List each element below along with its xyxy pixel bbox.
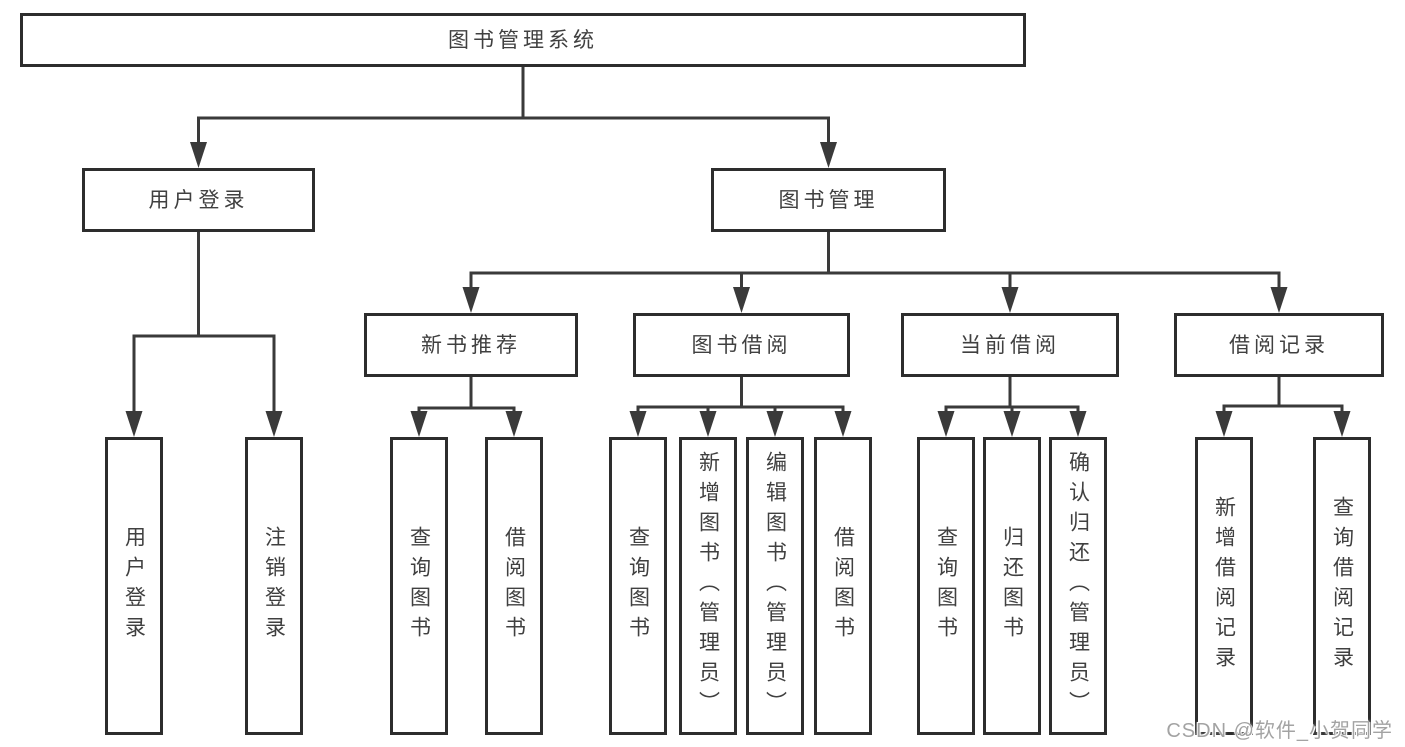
node-cb-query-books: 查询图书 xyxy=(917,437,975,735)
node-cb-confirm-return: 确认归还（管理员） xyxy=(1049,437,1107,735)
arrowhead-icon xyxy=(125,411,143,437)
watermark: CSDN @软件_小贺同学 xyxy=(1166,720,1393,742)
arrowhead-icon xyxy=(834,411,852,437)
arrowhead-icon xyxy=(505,411,523,437)
arrowhead-icon xyxy=(733,287,750,313)
arrowhead-icon xyxy=(1069,411,1087,437)
node-logout: 注销登录 xyxy=(245,437,303,735)
arrowhead-icon xyxy=(1003,411,1021,437)
node-bb-edit-books: 编辑图书（管理员） xyxy=(746,437,804,735)
arrowhead-icon xyxy=(1333,411,1351,437)
node-user-login: 用户登录 xyxy=(82,168,315,232)
node-bb-borrow-books: 借阅图书 xyxy=(814,437,872,735)
node-br-query-record: 查询借阅记录 xyxy=(1313,437,1371,735)
node-book-management: 图书管理 xyxy=(711,168,946,232)
node-bb-add-books: 新增图书（管理员） xyxy=(679,437,737,735)
arrowhead-icon xyxy=(190,142,207,168)
arrowhead-icon xyxy=(937,411,955,437)
arrowhead-icon xyxy=(1001,287,1019,313)
arrowhead-icon xyxy=(766,411,784,437)
arrowhead-icon xyxy=(462,287,480,313)
node-new-book-recommend: 新书推荐 xyxy=(364,313,578,377)
arrowhead-icon xyxy=(410,411,428,437)
arrowhead-icon xyxy=(820,142,837,168)
arrowhead-icon xyxy=(629,411,647,437)
arrowhead-icon xyxy=(1270,287,1288,313)
arrowhead-icon xyxy=(1215,411,1233,437)
arrowhead-icon xyxy=(699,411,717,437)
node-bb-query-books: 查询图书 xyxy=(609,437,667,735)
node-nbr-borrow-books: 借阅图书 xyxy=(485,437,543,735)
node-book-borrowing: 图书借阅 xyxy=(633,313,850,377)
node-login: 用户登录 xyxy=(105,437,163,735)
arrowhead-icon xyxy=(265,411,283,437)
node-root: 图书管理系统 xyxy=(20,13,1026,67)
node-br-add-record: 新增借阅记录 xyxy=(1195,437,1253,735)
node-cb-return-books: 归还图书 xyxy=(983,437,1041,735)
node-borrowing-records: 借阅记录 xyxy=(1174,313,1384,377)
node-nbr-query-books: 查询图书 xyxy=(390,437,448,735)
node-current-borrowing: 当前借阅 xyxy=(901,313,1119,377)
